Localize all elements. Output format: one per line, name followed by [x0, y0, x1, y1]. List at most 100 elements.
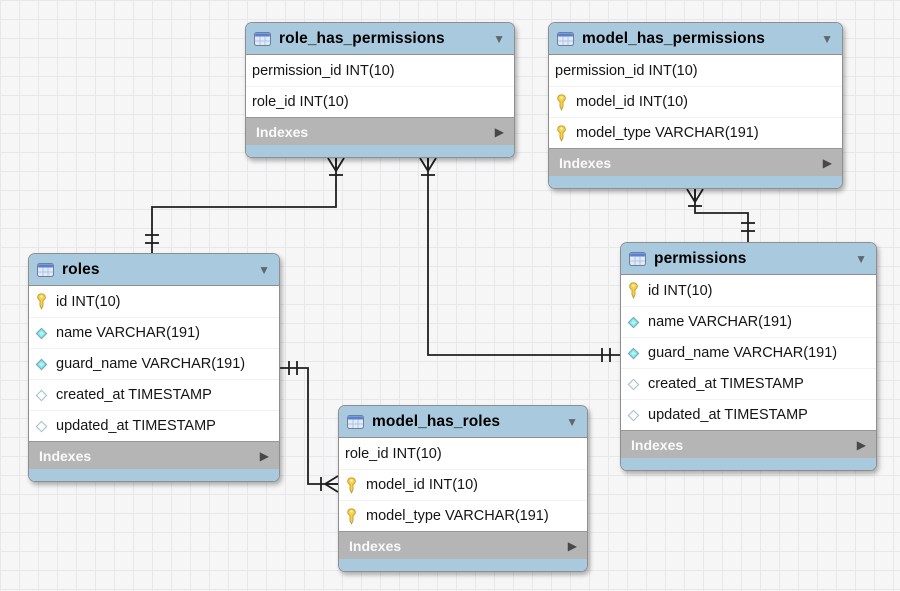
- collapse-caret-icon[interactable]: ▼: [493, 31, 505, 46]
- indexes-label: Indexes: [39, 447, 92, 464]
- column-definition: model_id INT(10): [366, 477, 479, 493]
- column-row-roles-3[interactable]: created_at TIMESTAMP: [29, 379, 279, 410]
- table-permissions[interactable]: permissions ▼ id INT(10) name VARCHAR(191) g…: [620, 242, 877, 471]
- connector-role_has_permissions-to-permissions[interactable]: [419, 157, 620, 362]
- table-footer-strip: [246, 145, 514, 157]
- primary-key-icon: [555, 124, 568, 142]
- indexes-label: Indexes: [559, 154, 612, 171]
- column-row-permissions-2[interactable]: guard_name VARCHAR(191): [621, 337, 876, 368]
- indexes-bar[interactable]: Indexes ▶: [339, 531, 587, 559]
- column-definition: model_id INT(10): [576, 94, 689, 110]
- table-title: roles: [62, 260, 100, 278]
- table-model_has_roles[interactable]: model_has_roles ▼ role_id INT(10) model_id …: [338, 405, 588, 572]
- column-list: permission_id INT(10) model_id INT(10) mod…: [549, 55, 842, 148]
- column-definition: updated_at TIMESTAMP: [56, 418, 216, 434]
- column-row-roles-1[interactable]: name VARCHAR(191): [29, 317, 279, 348]
- nullable-column-icon: [35, 420, 48, 433]
- nullable-column-icon: [35, 389, 48, 402]
- table-header[interactable]: roles ▼: [29, 254, 279, 286]
- column-row-model_has_roles-0[interactable]: role_id INT(10): [339, 438, 587, 469]
- expand-arrow-icon[interactable]: ▶: [856, 437, 866, 452]
- connector-line[interactable]: [280, 367, 338, 485]
- column-definition: model_type VARCHAR(191): [576, 125, 759, 141]
- column-definition: role_id INT(10): [345, 445, 442, 462]
- collapse-caret-icon[interactable]: ▼: [566, 414, 578, 429]
- column-row-permissions-4[interactable]: updated_at TIMESTAMP: [621, 399, 876, 430]
- nullable-column-icon: [627, 409, 640, 422]
- indexes-bar[interactable]: Indexes ▶: [29, 441, 279, 469]
- column-definition: name VARCHAR(191): [648, 314, 792, 330]
- expand-arrow-icon[interactable]: ▶: [494, 124, 504, 139]
- indexes-label: Indexes: [631, 436, 684, 453]
- column-row-role_has_permissions-0[interactable]: permission_id INT(10): [246, 55, 514, 86]
- table-footer-strip: [339, 559, 587, 571]
- table-role_has_permissions[interactable]: role_has_permissions▼ permission_id INT(1…: [245, 22, 515, 158]
- column-definition: guard_name VARCHAR(191): [56, 356, 246, 372]
- column-list: id INT(10) name VARCHAR(191) guard_name VA…: [29, 286, 279, 441]
- table-footer-strip: [549, 176, 842, 188]
- expand-arrow-icon[interactable]: ▶: [259, 448, 269, 463]
- column-row-model_has_permissions-0[interactable]: permission_id INT(10): [549, 55, 842, 86]
- primary-key-icon: [627, 282, 640, 299]
- table-header[interactable]: model_has_roles ▼: [339, 406, 587, 438]
- indexes-label: Indexes: [349, 537, 402, 554]
- not-null-column-icon: [627, 316, 640, 329]
- table-icon: [37, 262, 54, 277]
- column-definition: created_at TIMESTAMP: [56, 387, 212, 403]
- table-header[interactable]: role_has_permissions▼: [246, 23, 514, 55]
- collapse-caret-icon[interactable]: ▼: [855, 251, 867, 266]
- collapse-caret-icon[interactable]: ▼: [821, 31, 833, 46]
- expand-arrow-icon[interactable]: ▶: [567, 538, 577, 553]
- connector-role_has_permissions-to-roles[interactable]: [145, 157, 345, 253]
- connector-line[interactable]: [427, 158, 620, 356]
- column-row-role_has_permissions-1[interactable]: role_id INT(10): [246, 86, 514, 117]
- indexes-bar[interactable]: Indexes ▶: [621, 430, 876, 458]
- connector-model_has_permissions-to-permissions[interactable]: [686, 188, 755, 242]
- column-definition: updated_at TIMESTAMP: [648, 407, 808, 423]
- indexes-bar[interactable]: Indexes ▶: [549, 148, 842, 176]
- column-row-model_has_roles-1[interactable]: model_id INT(10): [339, 469, 587, 500]
- primary-key-icon: [555, 93, 568, 111]
- table-title: permissions: [654, 249, 747, 267]
- primary-key-icon: [345, 476, 358, 494]
- table-header[interactable]: permissions ▼: [621, 243, 876, 275]
- connector-line[interactable]: [694, 189, 749, 242]
- column-definition: permission_id INT(10): [555, 62, 698, 79]
- column-row-permissions-0[interactable]: id INT(10): [621, 275, 876, 306]
- column-definition: model_type VARCHAR(191): [366, 508, 549, 524]
- column-row-model_has_roles-2[interactable]: model_type VARCHAR(191): [339, 500, 587, 531]
- indexes-label: Indexes: [256, 123, 309, 140]
- not-null-column-icon: [35, 327, 48, 340]
- column-row-roles-4[interactable]: updated_at TIMESTAMP: [29, 410, 279, 441]
- collapse-caret-icon[interactable]: ▼: [258, 262, 270, 277]
- column-row-roles-0[interactable]: id INT(10): [29, 286, 279, 317]
- cardinality-one-marker: [601, 348, 611, 362]
- cardinality-one-marker: [288, 361, 298, 375]
- indexes-bar[interactable]: Indexes ▶: [246, 117, 514, 145]
- crows-foot-many-marker: [419, 157, 437, 176]
- connector-line[interactable]: [151, 158, 337, 253]
- nullable-column-icon: [627, 378, 640, 391]
- table-model_has_permissions[interactable]: model_has_permissions ▼ permission_id INT(…: [548, 22, 843, 189]
- expand-arrow-icon[interactable]: ▶: [822, 155, 832, 170]
- table-title: model_has_roles: [372, 412, 501, 430]
- table-icon: [254, 31, 271, 46]
- column-row-permissions-3[interactable]: created_at TIMESTAMP: [621, 368, 876, 399]
- table-icon: [557, 31, 574, 46]
- connector-roles-to-model_has_roles[interactable]: [280, 361, 339, 493]
- column-row-model_has_permissions-2[interactable]: model_type VARCHAR(191): [549, 117, 842, 148]
- not-null-column-icon: [35, 358, 48, 371]
- column-row-roles-2[interactable]: guard_name VARCHAR(191): [29, 348, 279, 379]
- column-definition: permission_id INT(10): [252, 62, 395, 79]
- column-definition: name VARCHAR(191): [56, 325, 200, 341]
- table-title: model_has_permissions: [582, 29, 766, 47]
- table-header[interactable]: model_has_permissions ▼: [549, 23, 842, 55]
- crows-foot-many-marker: [686, 188, 704, 207]
- table-roles[interactable]: roles ▼ id INT(10) name VARCHAR(191) guard_n…: [28, 253, 280, 482]
- column-row-model_has_permissions-1[interactable]: model_id INT(10): [549, 86, 842, 117]
- table-footer-strip: [29, 469, 279, 481]
- column-row-permissions-1[interactable]: name VARCHAR(191): [621, 306, 876, 337]
- primary-key-icon: [35, 293, 48, 310]
- table-icon: [347, 414, 364, 429]
